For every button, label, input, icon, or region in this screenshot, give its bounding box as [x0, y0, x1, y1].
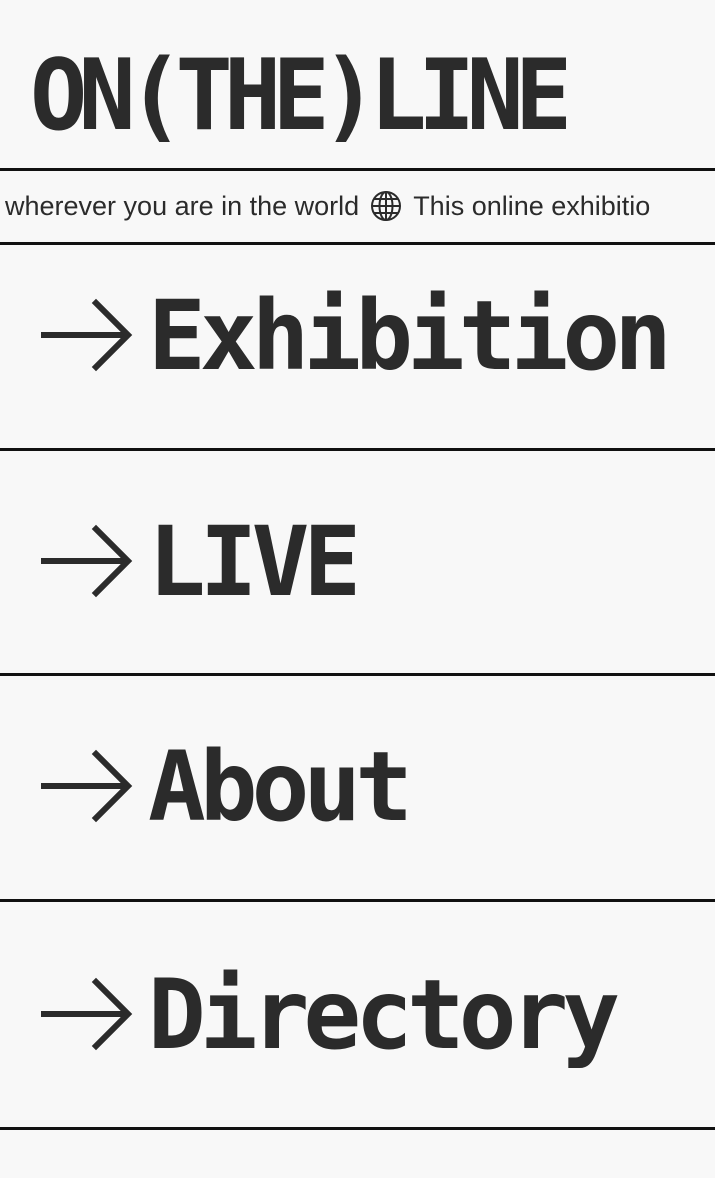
- nav-label: Exhibition: [148, 280, 672, 392]
- arrow-right-icon: [41, 524, 133, 598]
- nav-label: Directory: [148, 959, 620, 1071]
- nav-item-live[interactable]: LIVE: [0, 451, 715, 673]
- site-logo[interactable]: ON(THE)LINE: [30, 39, 572, 153]
- divider-rule: [0, 899, 715, 902]
- divider-rule: [0, 448, 715, 451]
- ticker-track: wherever you are in the world This onlin…: [5, 189, 650, 223]
- divider-rule: [0, 1127, 715, 1130]
- divider-rule: [0, 168, 715, 171]
- ticker-text-before: wherever you are in the world: [5, 191, 360, 221]
- arrow-right-icon: [41, 749, 133, 823]
- ticker-text-after: This online exhibitio: [413, 191, 651, 221]
- nav-item-directory[interactable]: Directory: [0, 902, 715, 1124]
- arrow-right-icon: [41, 298, 133, 372]
- nav-label: LIVE: [148, 506, 361, 618]
- nav-item-exhibition[interactable]: Exhibition: [0, 245, 715, 467]
- nav-label: About: [148, 731, 413, 843]
- site-header: ON(THE)LINE: [0, 0, 715, 168]
- divider-rule: [0, 673, 715, 676]
- marquee-ticker: wherever you are in the world This onlin…: [0, 171, 715, 242]
- globe-icon: [369, 189, 403, 223]
- arrow-right-icon: [41, 977, 133, 1051]
- divider-rule: [0, 242, 715, 245]
- nav-item-about[interactable]: About: [0, 676, 715, 898]
